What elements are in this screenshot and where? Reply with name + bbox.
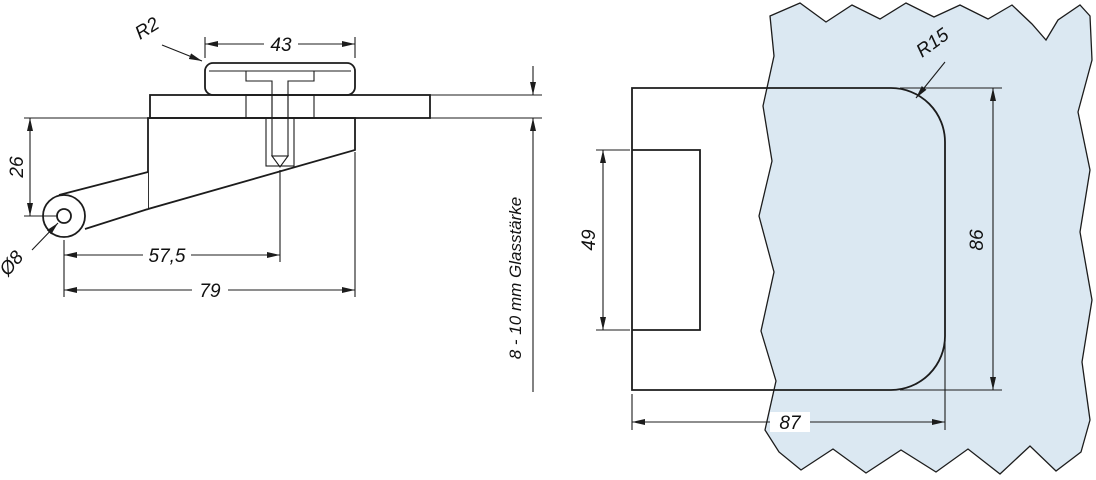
pivot-arm-bottom-edge	[84, 208, 149, 230]
clamp-block-left-hatched	[245, 94, 273, 119]
pivot-arm-fill	[59, 172, 148, 229]
dimension-body-height: 86	[900, 87, 1002, 391]
leader-cap-radius: R2	[132, 13, 203, 62]
dimension-label-total-length: 79	[199, 281, 221, 302]
label-mask	[264, 34, 298, 54]
dimension-glass-thickness: 8 - 10 mm Glasstärke	[506, 66, 536, 392]
dimension-label-body-height: 86	[967, 229, 988, 251]
leader-line	[915, 61, 946, 99]
dimension-label-cap-radius: R2	[132, 13, 164, 44]
pivot-arm-top-edge	[58, 171, 149, 196]
dimension-label-glass-thickness: 8 - 10 mm Glasstärke	[506, 197, 525, 360]
pivot-hole	[56, 208, 72, 224]
dimension-notch-height: 49	[579, 149, 630, 331]
label-mask	[770, 412, 810, 432]
cover-cap	[204, 62, 356, 96]
label-mask	[192, 280, 228, 300]
clamp-block-right-hatched	[287, 94, 315, 119]
dimension-screw-distance: 57,5	[63, 170, 281, 297]
glass-pane-broken-edges	[758, 2, 1093, 475]
dimension-label-pivot-height: 26	[7, 156, 28, 179]
leader-line	[161, 44, 203, 62]
screw-body	[271, 117, 289, 157]
left-view-section: 43 R2 26 Ø8 57,5	[0, 13, 542, 392]
screw-tip	[270, 155, 290, 168]
screw-head	[245, 71, 315, 96]
right-view-front: R15 49 86 87	[579, 2, 1093, 475]
dimension-label-hole-diameter: Ø8	[0, 247, 28, 281]
dimension-pivot-height: 26	[7, 117, 148, 217]
dimension-label-notch-height: 49	[579, 229, 600, 251]
hinge-body-notch	[632, 149, 701, 331]
hinge-body-front	[631, 87, 946, 391]
screw-channel	[265, 117, 295, 167]
leader-line	[31, 222, 59, 251]
dimension-label-cap-width: 43	[270, 35, 292, 56]
glass-panel-section	[149, 94, 431, 119]
dimension-label-body-width: 87	[779, 413, 802, 434]
screw-shaft-through-glass	[271, 94, 289, 119]
dimension-total-length: 79	[64, 152, 356, 302]
label-mask	[143, 245, 191, 265]
leader-hole-diameter: Ø8	[0, 222, 59, 281]
dimension-body-width: 87	[631, 340, 946, 434]
dimension-label-screw-distance: 57,5	[149, 246, 186, 267]
dimension-cap-width: 43	[204, 34, 356, 58]
clamp-wedge-hatched	[147, 117, 356, 211]
